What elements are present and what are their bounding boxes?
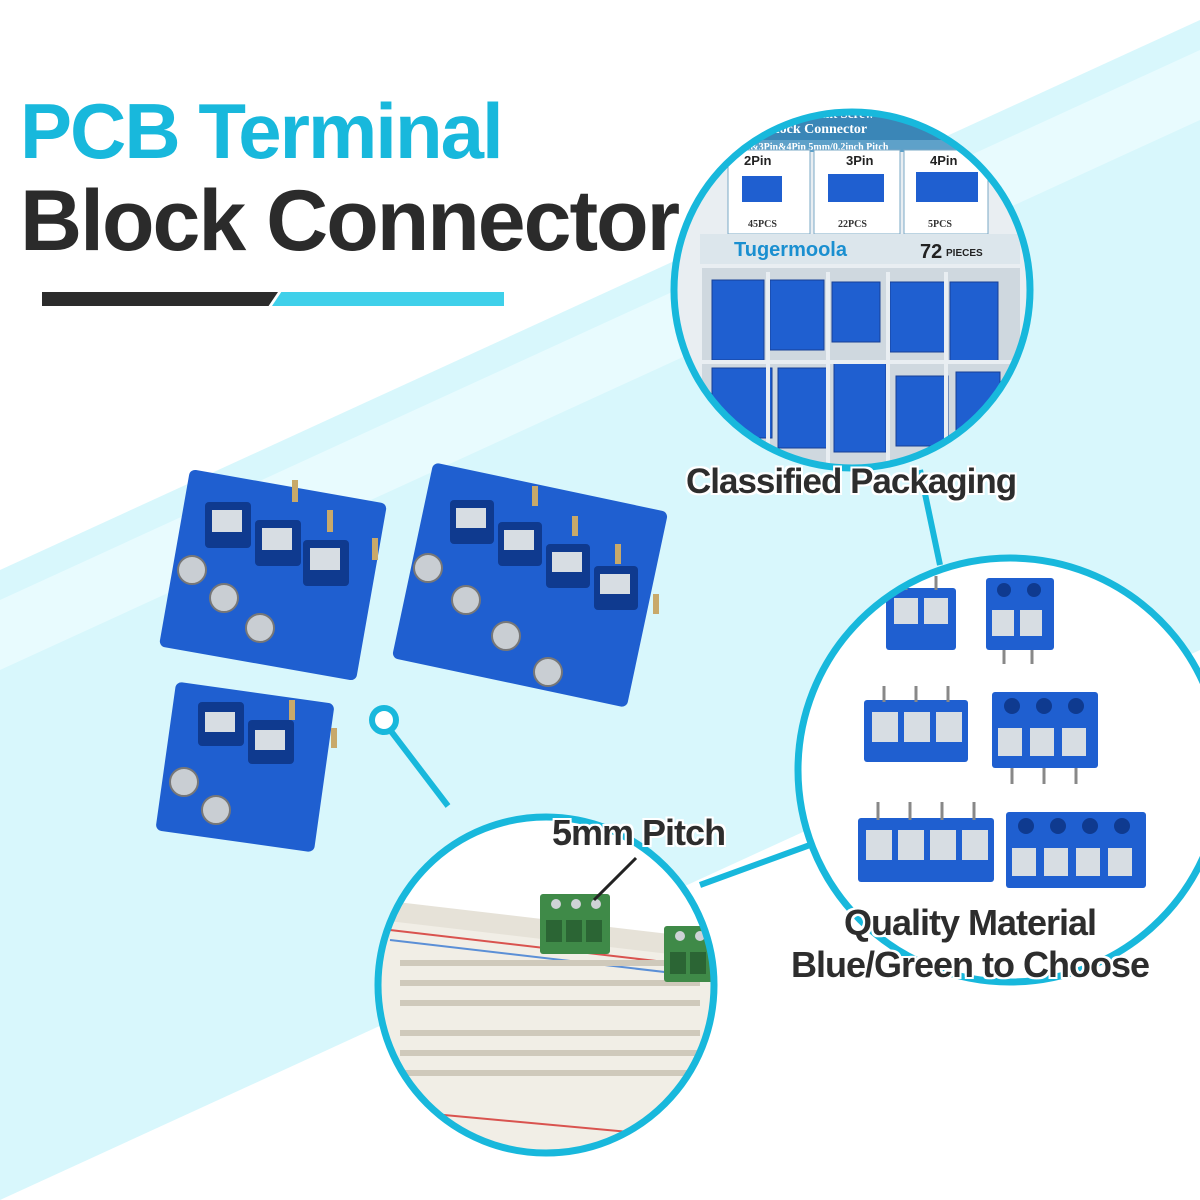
type-tile-3pin: 3Pin 22PCS bbox=[813, 149, 901, 235]
variant-4pin-angle bbox=[1006, 812, 1146, 888]
pitch-caption: 5mm Pitch bbox=[552, 812, 726, 853]
total-unit: PIECES bbox=[946, 248, 983, 259]
box-header-line-1: ount Screw bbox=[812, 106, 875, 121]
brand-label: Tugermoola bbox=[734, 239, 848, 261]
variant-2pin-front bbox=[886, 576, 956, 650]
quality-caption: Quality Material Blue/Green to Choose bbox=[760, 902, 1180, 986]
variant-3pin-angle bbox=[992, 692, 1098, 784]
svg-text:4Pin: 4Pin bbox=[930, 153, 958, 168]
variant-4pin-front bbox=[858, 802, 994, 882]
title-line-1: PCB Terminal bbox=[20, 87, 504, 175]
total-count: 72 bbox=[920, 241, 942, 263]
title-underline-dark bbox=[42, 292, 278, 306]
svg-text:22PCS: 22PCS bbox=[838, 219, 867, 230]
connector-2pin-large bbox=[156, 682, 337, 852]
connector-4pin-large bbox=[392, 463, 668, 707]
breadboard-circle bbox=[374, 813, 718, 1157]
svg-text:45PCS: 45PCS bbox=[748, 219, 777, 230]
connector-line-pack bbox=[917, 469, 943, 566]
callout-dot-icon bbox=[369, 705, 399, 735]
green-connector-3pin bbox=[540, 894, 610, 954]
box-header-line-3: in&3Pin&4Pin 5mm/0.2inch Pitch bbox=[742, 142, 889, 153]
variant-3pin-front bbox=[864, 686, 968, 762]
connector-line-variants bbox=[698, 842, 812, 888]
breadboard bbox=[380, 900, 714, 1153]
svg-text:2Pin: 2Pin bbox=[744, 153, 772, 168]
variant-2pin-angle bbox=[986, 578, 1054, 664]
quality-line-2: Blue/Green to Choose bbox=[790, 944, 1150, 985]
svg-text:3Pin: 3Pin bbox=[846, 153, 874, 168]
title-underline-teal bbox=[272, 292, 504, 306]
type-tile-2pin: 2Pin 45PCS bbox=[727, 149, 811, 235]
title-line-2: Block Connector bbox=[20, 173, 680, 269]
green-connector-2pin bbox=[664, 926, 714, 982]
connector-line-board bbox=[381, 720, 451, 808]
packaging-caption: Classified Packaging bbox=[686, 462, 1017, 501]
quality-line-1: Quality Material bbox=[843, 902, 1097, 943]
connector-3pin-large bbox=[159, 469, 387, 681]
svg-text:5PCS: 5PCS bbox=[928, 219, 952, 230]
variants-circle bbox=[794, 554, 1200, 986]
